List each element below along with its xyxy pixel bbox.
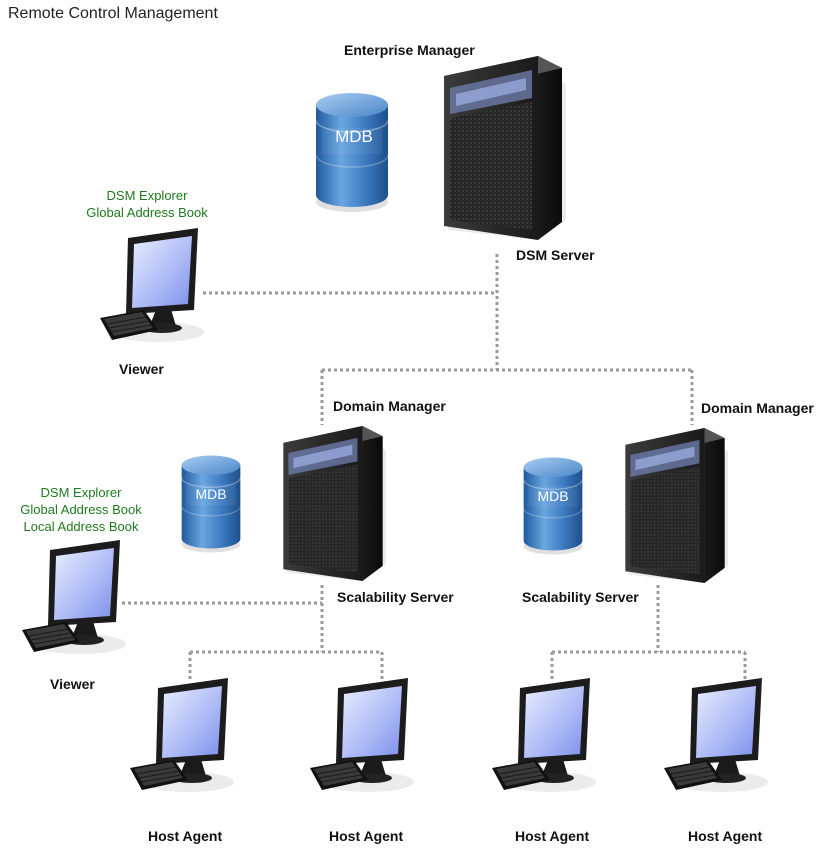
dsm-server-label: DSM Server	[516, 247, 595, 263]
scalability-server-right-label: Scalability Server	[522, 589, 639, 605]
enterprise-mdb-label: MDB	[335, 127, 373, 146]
viewer-top-workstation-icon	[99, 227, 205, 343]
host-agent-1-label: Host Agent	[148, 828, 223, 844]
viewer-top-apps: DSM Explorer Global Address Book	[72, 187, 222, 221]
connectors	[122, 254, 747, 680]
viewer-left-label: Viewer	[50, 676, 95, 692]
host-agent-4-workstation-icon	[663, 677, 769, 793]
domain-left-manager-label: Domain Manager	[333, 398, 446, 414]
dsm-server-icon	[444, 56, 566, 240]
host-agent-4-label: Host Agent	[688, 828, 763, 844]
domain-right-mdb-label: MDB	[537, 488, 568, 504]
viewer-left-app-local-address-book: Local Address Book	[23, 519, 139, 534]
viewer-left-app-global-address-book: Global Address Book	[20, 502, 142, 517]
viewer-left-app-dsm-explorer: DSM Explorer	[40, 485, 122, 500]
viewer-left-workstation-icon	[21, 539, 127, 655]
diagram-title: Remote Control Management	[8, 5, 218, 22]
host-agent-1-workstation-icon	[129, 677, 235, 793]
viewer-top-app-dsm-explorer: DSM Explorer	[106, 188, 188, 203]
viewer-top-app-global-address-book: Global Address Book	[86, 205, 208, 220]
domain-right-mdb-database-icon	[522, 456, 584, 556]
host-agent-3-workstation-icon	[491, 677, 597, 793]
enterprise-manager-label: Enterprise Manager	[344, 42, 475, 58]
host-agent-2-workstation-icon	[309, 677, 415, 793]
viewer-top-label: Viewer	[119, 361, 164, 377]
domain-right-server-icon	[625, 428, 729, 583]
domain-left-mdb-label: MDB	[195, 486, 226, 502]
scalability-server-left-label: Scalability Server	[337, 589, 454, 605]
domain-left-server-icon	[283, 426, 387, 581]
viewer-left-apps: DSM Explorer Global Address Book Local A…	[6, 484, 156, 535]
domain-left-mdb-database-icon	[180, 454, 242, 554]
domain-right-manager-label: Domain Manager	[701, 400, 814, 416]
host-agent-3-label: Host Agent	[515, 828, 590, 844]
enterprise-mdb-database-icon	[315, 92, 389, 213]
host-agent-2-label: Host Agent	[329, 828, 404, 844]
